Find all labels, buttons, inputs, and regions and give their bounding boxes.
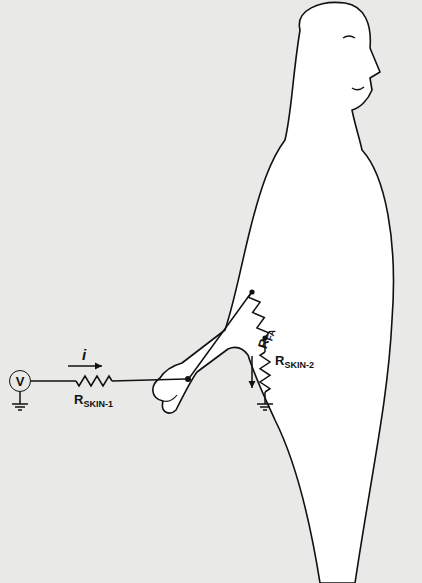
ground-symbol (263, 409, 267, 411)
subscript-label: SKIN-2 (284, 360, 314, 370)
source-label: V (16, 375, 25, 388)
resistor-label: RSKIN-2 (275, 352, 314, 370)
resistor-symbol (260, 352, 270, 392)
resistor-symbol (248, 292, 268, 338)
ground-symbol (12, 403, 28, 405)
person-silhouette (153, 2, 394, 583)
mouth (352, 87, 364, 90)
resistor-symbol (76, 376, 112, 386)
voltage-source: V (9, 370, 31, 392)
ground-symbol (15, 406, 25, 408)
finger-line (163, 395, 177, 401)
subscript-label: SKIN-1 (83, 399, 113, 409)
ground-symbol (18, 409, 22, 411)
ground-symbol (260, 406, 270, 408)
symbol-label: R (74, 392, 83, 407)
ground-symbol (257, 403, 273, 405)
arrowhead (249, 381, 256, 388)
wire (112, 379, 186, 381)
wire (190, 293, 251, 377)
eye (343, 36, 355, 38)
symbol-label: i (82, 346, 86, 363)
resistor-label: RSKIN-1 (74, 391, 113, 409)
wire (19, 392, 21, 404)
symbol-label: R (275, 353, 284, 368)
wire (31, 380, 76, 382)
current-label: i (82, 347, 86, 363)
wire (264, 392, 266, 404)
circuit (12, 289, 273, 410)
arrowhead (95, 363, 102, 370)
